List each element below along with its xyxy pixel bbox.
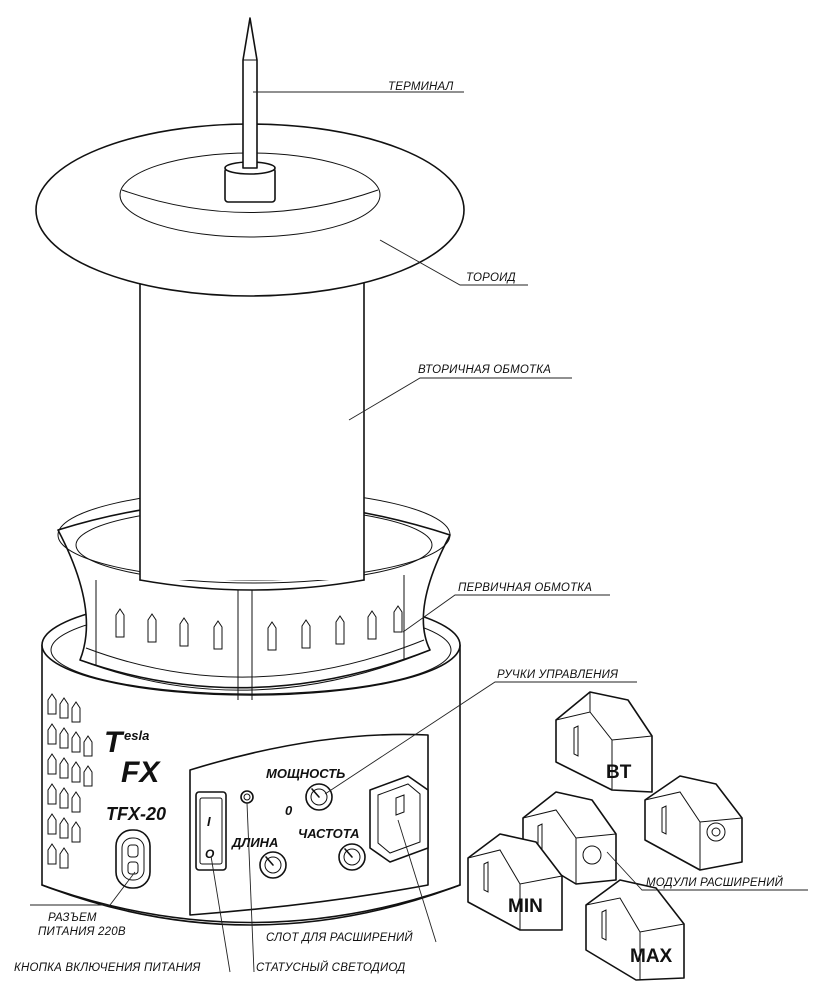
module-max[interactable]: MAX: [585, 879, 685, 981]
power-knob[interactable]: [305, 783, 333, 811]
leader-lines: [30, 91, 808, 973]
svg-text:I: I: [207, 814, 211, 829]
module-round-socket[interactable]: [644, 775, 743, 871]
length-label: ДЛИНА: [231, 835, 278, 850]
length-knob[interactable]: [259, 851, 287, 879]
power-label: МОЩНОСТЬ: [266, 766, 345, 781]
module-bt[interactable]: BT: [555, 691, 653, 793]
tesla-fx-logo: T esla FX: [104, 726, 161, 789]
svg-text:O: O: [205, 847, 215, 861]
svg-text:MIN: MIN: [508, 896, 543, 917]
vent-grille: [47, 693, 93, 869]
callout-knobs: РУЧКИ УПРАВЛЕНИЯ: [497, 669, 618, 681]
toroid: [35, 123, 465, 297]
callout-led: СТАТУСНЫЙ СВЕТОДИОД: [256, 961, 405, 974]
svg-text:FX: FX: [121, 756, 161, 789]
callout-secondary: ВТОРИЧНАЯ ОБМОТКА: [418, 364, 551, 376]
model-label: TFX-20: [106, 804, 166, 824]
svg-text:esla: esla: [124, 728, 149, 743]
module-min[interactable]: MIN: [467, 833, 563, 931]
expansion-slot[interactable]: [369, 775, 429, 863]
callout-power-button: КНОПКА ВКЛЮЧЕНИЯ ПИТАНИЯ: [14, 962, 201, 974]
svg-text:MAX: MAX: [630, 946, 673, 967]
secondary-coil: [139, 269, 365, 591]
callout-terminal: ТЕРМИНАЛ: [388, 81, 454, 93]
svg-text:T: T: [104, 726, 125, 759]
callout-connector-line1: РАЗЪЕМ: [48, 912, 97, 924]
svg-text:BT: BT: [606, 762, 632, 783]
power-connector[interactable]: [115, 829, 151, 889]
frequency-label: ЧАСТОТА: [298, 826, 360, 841]
callout-connector-line2: ПИТАНИЯ 220В: [38, 926, 126, 938]
status-led: [240, 790, 254, 804]
callout-primary: ПЕРВИЧНАЯ ОБМОТКА: [458, 582, 592, 594]
zero-mark: 0: [285, 803, 293, 818]
callout-modules: МОДУЛИ РАСШИРЕНИЙ: [646, 876, 784, 889]
callout-toroid: ТОРОИД: [466, 272, 516, 284]
power-switch[interactable]: I O: [195, 791, 227, 871]
frequency-knob[interactable]: [338, 843, 366, 871]
terminal: [224, 17, 276, 203]
callout-slot: СЛОТ ДЛЯ РАСШИРЕНИЙ: [266, 931, 413, 944]
